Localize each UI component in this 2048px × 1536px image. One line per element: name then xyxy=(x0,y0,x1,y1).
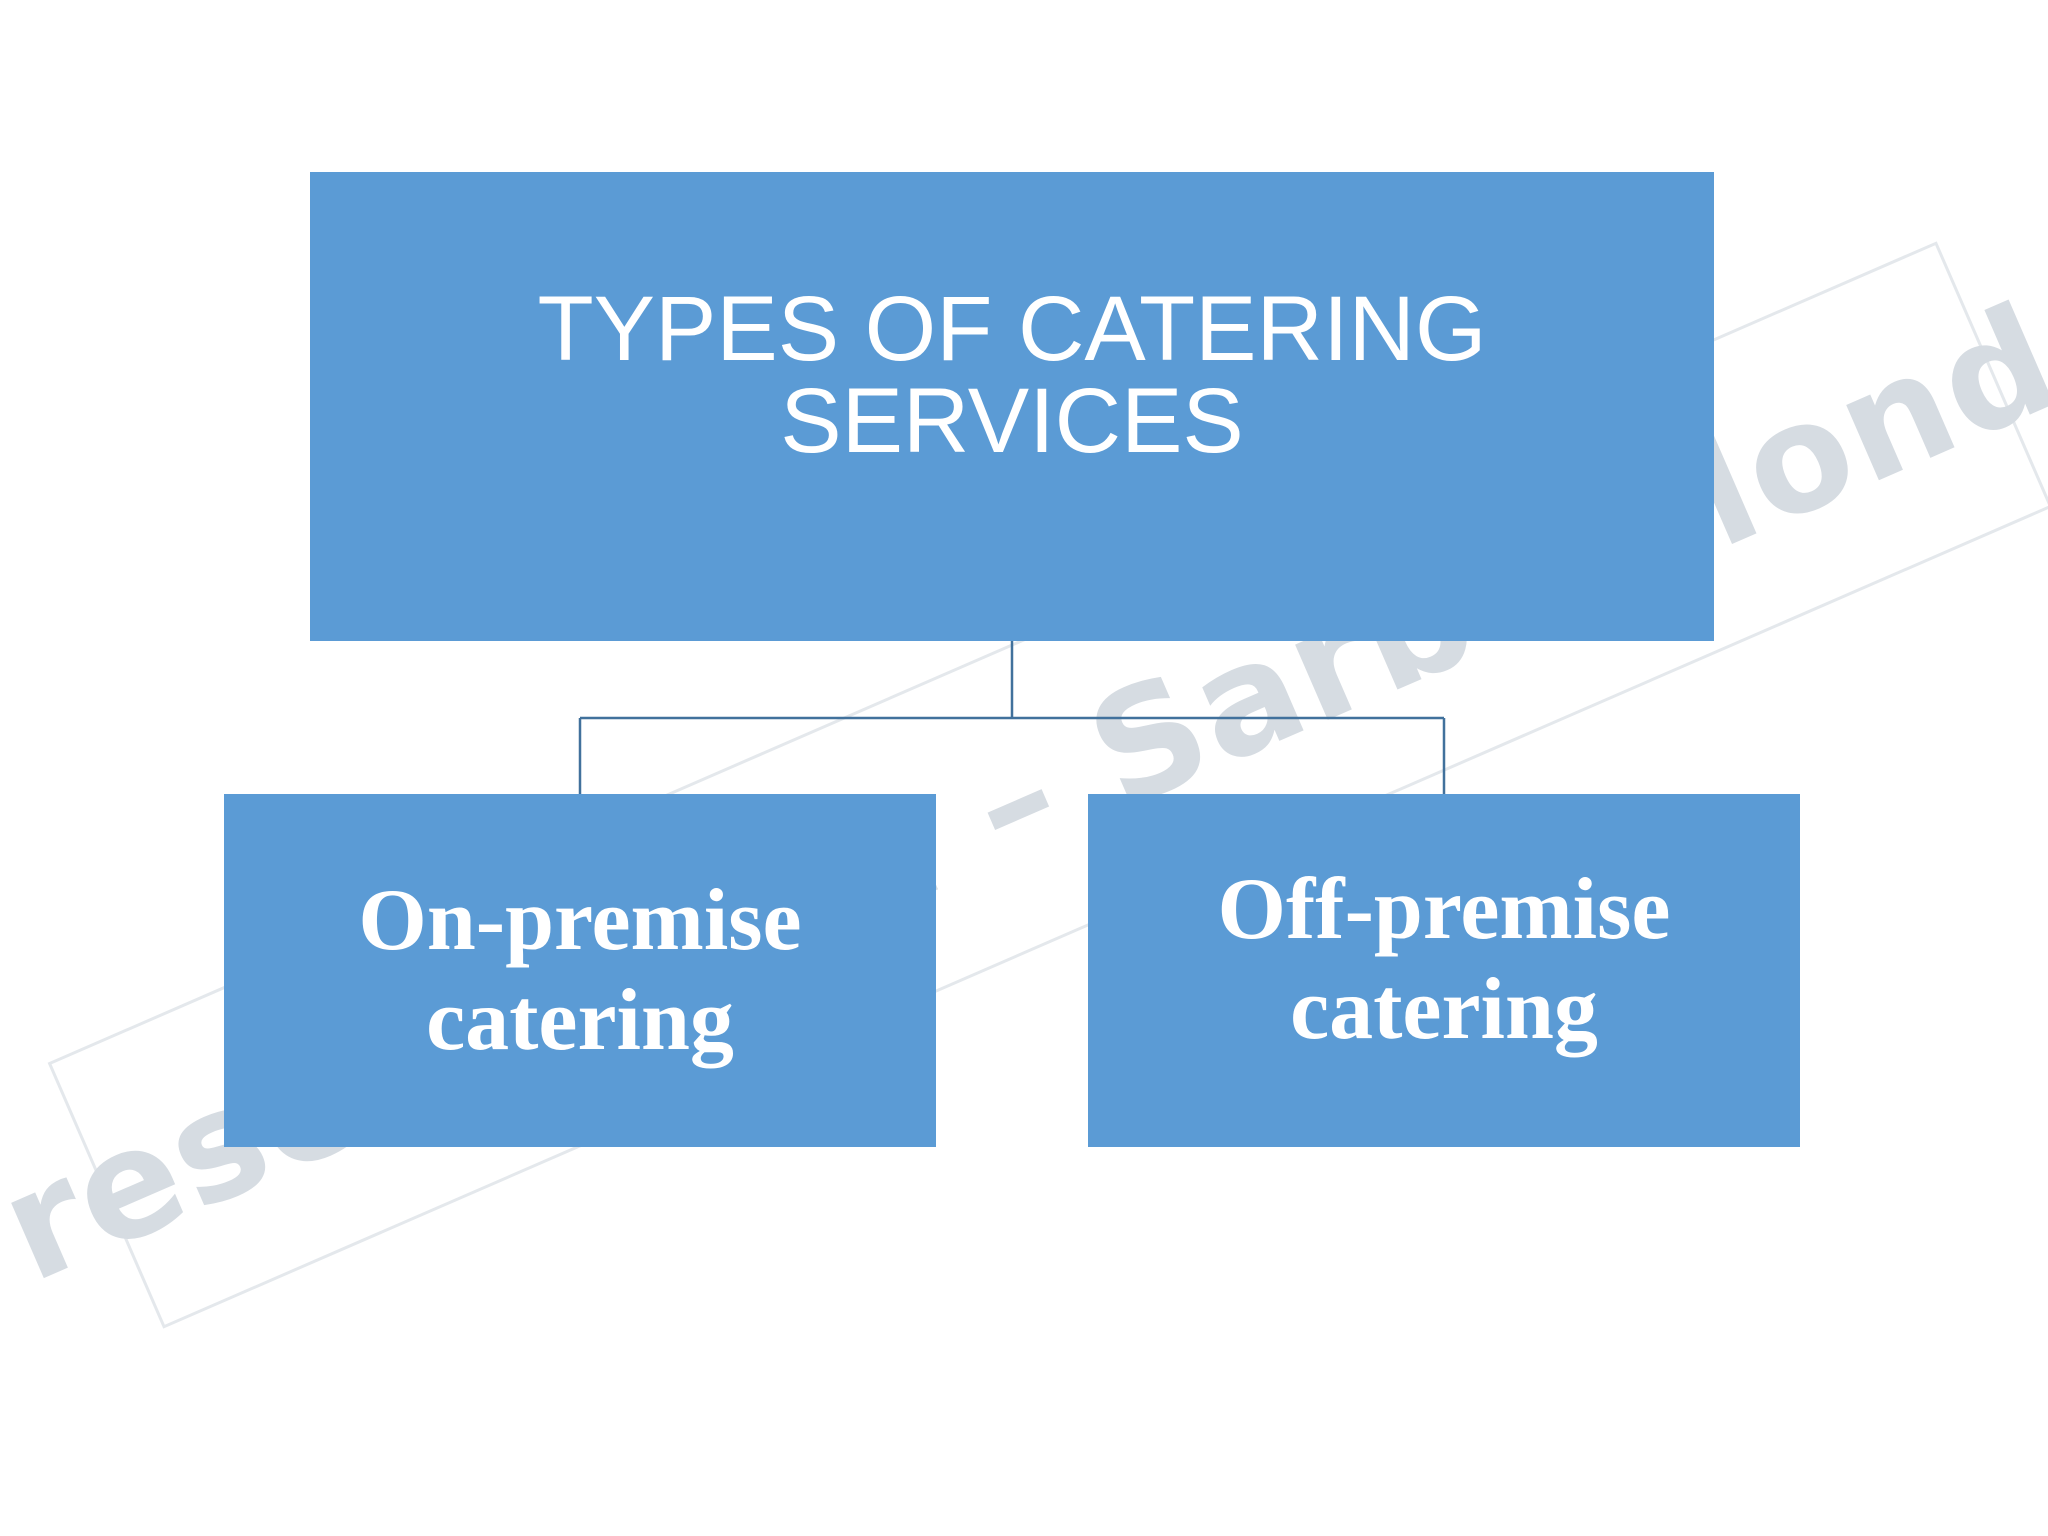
child-node-on-premise: On-premise catering xyxy=(224,794,936,1147)
root-node-label: TYPES OF CATERING SERVICES xyxy=(537,277,1487,472)
child-node-label: On-premise catering xyxy=(358,871,802,1069)
root-node: TYPES OF CATERING SERVICES xyxy=(310,172,1714,641)
child-node-label: Off-premise catering xyxy=(1217,860,1671,1058)
child-node-off-premise: Off-premise catering xyxy=(1088,794,1800,1147)
